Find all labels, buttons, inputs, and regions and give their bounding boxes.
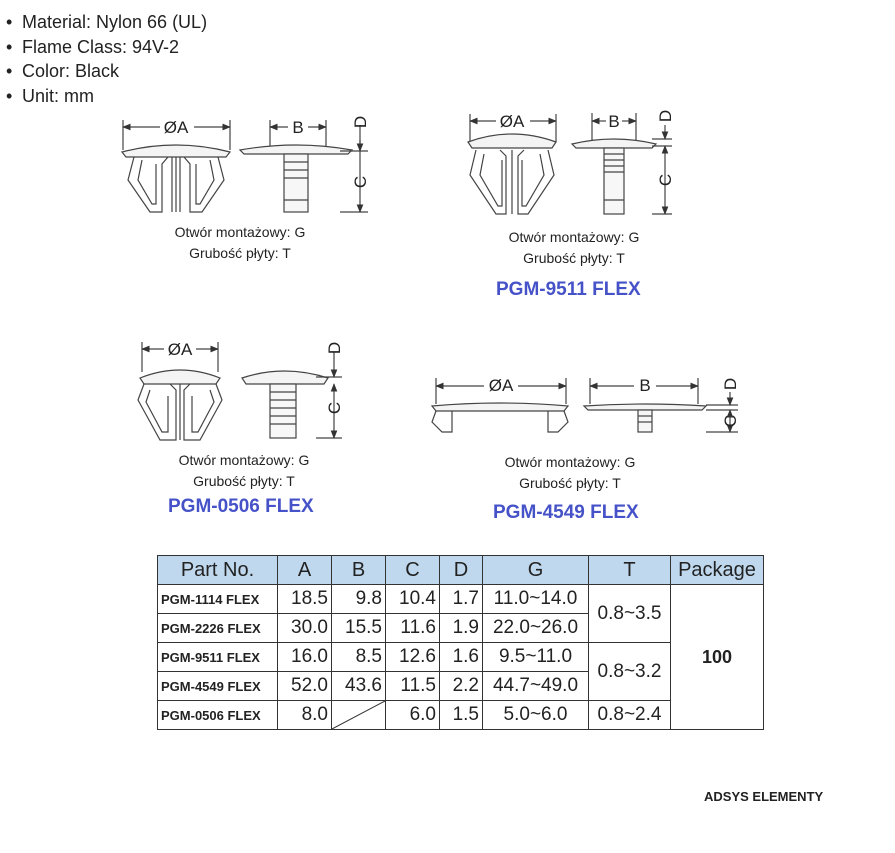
cell-part: PGM-0506 FLEX [157,700,278,730]
caption-1-plate-thickness: Grubość płyty: T [189,245,291,261]
caption-2-mount-hole: Otwór montażowy: G [508,229,640,245]
d2-dim-a: ØA [500,112,525,131]
part-title-9511: PGM-9511 FLEX [496,279,641,300]
spec-flame-class: •Flame Class: 94V-2 [6,36,180,57]
d4-dim-a: ØA [489,376,514,395]
d3-dim-c: C [325,402,344,414]
col-d: D [439,555,483,585]
cell-b: 15.5 [331,613,386,643]
d1-dim-a: ØA [164,118,189,137]
caption-1: Otwór montażowy: G Grubość płyty: T [150,222,330,264]
cell-d: 1.6 [439,642,483,672]
col-part-no: Part No. [157,555,278,585]
spec-list: •Material: Nylon 66 (UL) •Flame Class: 9… [6,10,207,108]
d3-dim-a: ØA [168,340,193,359]
cell-part: PGM-4549 FLEX [157,671,278,701]
table-row: PGM-4549 FLEX 52.0 43.6 11.5 2.2 44.7~49… [157,671,764,701]
part-title-0506: PGM-0506 FLEX [168,496,314,517]
spec-unit-text: Unit: mm [22,85,94,106]
cell-c: 10.4 [385,584,440,614]
cell-c: 12.6 [385,642,440,672]
drawing-1-side-view [238,120,368,213]
cell-d: 1.7 [439,584,483,614]
brand-label: ADSYS ELEMENTY [704,789,824,804]
cell-package: 100 [670,584,764,730]
cell-a: 52.0 [277,671,332,701]
d3-dim-d: D [325,342,344,354]
d1-dim-d: D [351,116,370,128]
d4-dim-d: D [721,378,740,390]
caption-1-mount-hole: Otwór montażowy: G [174,224,306,240]
table-row: PGM-2226 FLEX 30.0 15.5 11.6 1.9 22.0~26… [157,613,764,643]
spec-material: •Material: Nylon 66 (UL) [6,12,208,32]
cell-a: 30.0 [277,613,332,643]
drawing-2-front-view [467,114,557,215]
technical-drawings: ØA B D C ØA B D C ØA D C ØA B D C [120,110,740,441]
table-row: PGM-1114 FLEX 18.5 9.8 10.4 1.7 11.0~14.… [157,584,764,730]
cell-t: 0.8~3.2 [588,642,671,701]
cell-g: 9.5~11.0 [482,642,589,672]
col-c: C [385,555,440,585]
d1-dim-c: C [351,176,370,188]
cell-g: 11.0~14.0 [482,584,589,614]
part-title-4549: PGM-4549 FLEX [493,502,639,523]
cell-c: 11.6 [385,613,440,643]
cell-d: 1.5 [439,700,483,730]
caption-2-plate-thickness: Grubość płyty: T [523,250,625,266]
spec-color-text: Color: Black [22,61,120,81]
spec-color: •Color: Black [6,61,120,81]
spec-flame-class-text: Flame Class: 94V-2 [22,36,180,57]
cell-d: 2.2 [439,671,483,701]
diagonal-slash [332,701,385,729]
d2-dim-d: D [656,110,675,122]
caption-4: Otwór montażowy: G Grubość płyty: T [480,452,660,494]
drawing-4-side-view [582,378,738,433]
cell-t: 0.8~3.5 [588,584,671,643]
spec-table: Part No. A B C D G T Package PGM-1114 FL… [157,555,764,730]
col-package: Package [670,555,764,585]
cell-b: 43.6 [331,671,386,701]
caption-2: Otwór montażowy: G Grubość płyty: T [484,227,664,269]
d1-dim-b: B [292,118,303,137]
col-g: G [482,555,589,585]
cell-part: PGM-2226 FLEX [157,613,278,643]
cell-c: 11.5 [385,671,440,701]
cell-g: 5.0~6.0 [482,700,589,730]
cell-g: 44.7~49.0 [482,671,589,701]
caption-3-plate-thickness: Grubość płyty: T [193,473,295,489]
cell-a: 8.0 [277,700,332,730]
caption-3-mount-hole: Otwór montażowy: G [178,452,310,468]
d4-dim-c: C [721,415,740,427]
d4-dim-b: B [639,376,650,395]
spec-material-text: Material: Nylon 66 (UL) [22,12,208,32]
cell-g: 22.0~26.0 [482,613,589,643]
cell-a: 16.0 [277,642,332,672]
cell-part: PGM-9511 FLEX [157,642,278,672]
col-a: A [277,555,332,585]
caption-4-plate-thickness: Grubość płyty: T [519,475,621,491]
table-row: PGM-0506 FLEX 8.0 6.0 1.5 5.0~6.0 0.8~2.… [157,700,764,730]
cell-a: 18.5 [277,584,332,614]
drawing-1-front-view [120,120,232,213]
cell-t: 0.8~2.4 [588,700,671,730]
cell-b: 8.5 [331,642,386,672]
cell-part: PGM-1114 FLEX [157,584,278,614]
caption-3: Otwór montażowy: G Grubość płyty: T [154,450,334,492]
cell-c: 6.0 [385,700,440,730]
cell-b: 9.8 [331,584,386,614]
table-header-row: Part No. A B C D G T Package [157,555,764,585]
drawing-4-front-view [430,378,570,433]
drawing-3-side-view [241,352,342,439]
spec-unit: •Unit: mm [6,85,94,106]
cell-b-empty [331,700,386,730]
drawing-3-front-view [137,342,223,441]
drawing-2-side-view [570,113,672,215]
d2-dim-b: B [608,112,619,131]
caption-4-mount-hole: Otwór montażowy: G [504,454,636,470]
cell-d: 1.9 [439,613,483,643]
col-t: T [588,555,671,585]
d2-dim-c: C [656,174,675,186]
col-b: B [331,555,386,585]
